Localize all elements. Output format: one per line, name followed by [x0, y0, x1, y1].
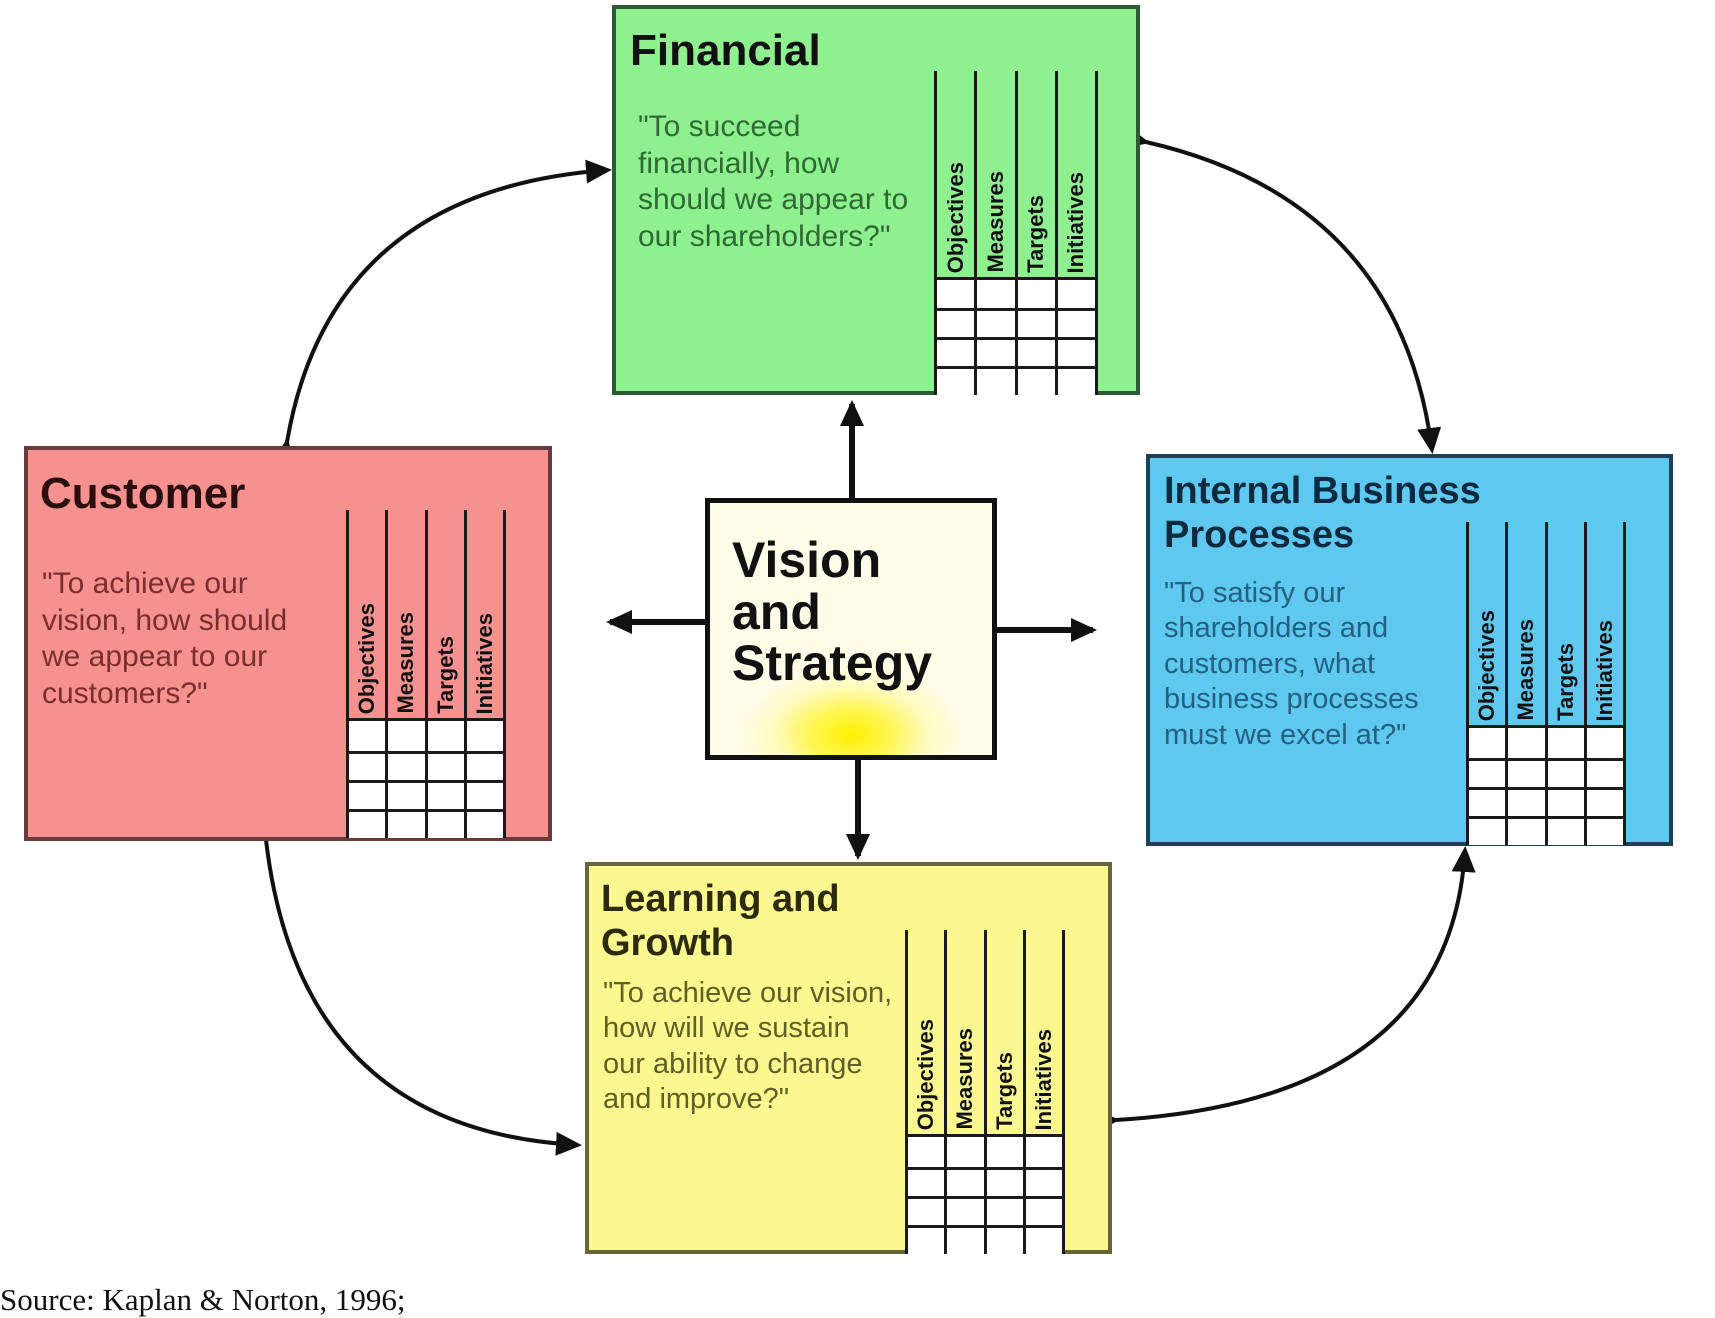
- grid-column-objectives: Objectives: [1466, 522, 1506, 845]
- arrow-financial-internal: [1121, 125, 1442, 454]
- grid-column-targets: Targets: [1014, 71, 1055, 395]
- grid-column-objectives: Objectives: [905, 930, 945, 1254]
- grid-column-measures: Measures: [974, 71, 1015, 395]
- grid-column-targets: Targets: [1544, 522, 1584, 845]
- arrow-customer-learning: [251, 816, 582, 1156]
- perspective-title: Financial: [630, 26, 821, 75]
- grid-column-initiatives: Initiatives: [1583, 522, 1626, 845]
- perspective-question: "To satisfy our shareholders and custome…: [1164, 577, 1419, 751]
- perspective-customer: Customer "To achieve our vision, how sho…: [24, 446, 552, 841]
- grid-column-measures: Measures: [1505, 522, 1545, 845]
- scorecard-grid: Objectives Measures Targets Initiatives: [346, 510, 506, 838]
- vision-and-strategy-box: Vision and Strategy: [705, 498, 997, 760]
- perspective-financial: Financial "To succeed financially, how s…: [612, 5, 1140, 395]
- arrow-learning-internal: [1093, 846, 1476, 1134]
- scorecard-grid: Objectives Measures Targets Initiatives: [1466, 522, 1626, 845]
- perspective-title: Internal Business Processes: [1164, 470, 1481, 556]
- grid-column-targets: Targets: [424, 510, 464, 838]
- grid-column-initiatives: Initiatives: [1054, 71, 1098, 395]
- perspective-learning-and-growth: Learning and Growth "To achieve our visi…: [585, 862, 1112, 1254]
- grid-column-objectives: Objectives: [346, 510, 386, 838]
- scorecard-grid: Objectives Measures Targets Initiatives: [934, 71, 1098, 395]
- grid-column-objectives: Objectives: [934, 71, 975, 395]
- grid-column-initiatives: Initiatives: [463, 510, 506, 838]
- source-caption: Source: Kaplan & Norton, 1996;: [0, 1282, 406, 1317]
- grid-column-targets: Targets: [983, 930, 1023, 1254]
- vision-title: Vision and Strategy: [732, 532, 933, 691]
- scorecard-grid: Objectives Measures Targets Initiatives: [905, 930, 1065, 1254]
- perspective-question: "To succeed financially, how should we a…: [638, 110, 909, 253]
- arrow-customer-financial: [271, 159, 612, 466]
- perspective-question: "To achieve our vision, how will we sust…: [603, 977, 893, 1116]
- grid-column-initiatives: Initiatives: [1022, 930, 1065, 1254]
- grid-column-measures: Measures: [385, 510, 425, 838]
- grid-column-measures: Measures: [944, 930, 984, 1254]
- perspective-internal-business-processes: Internal Business Processes "To satisfy …: [1146, 454, 1673, 846]
- perspective-title: Learning and Growth: [601, 878, 840, 964]
- perspective-title: Customer: [40, 469, 246, 518]
- perspective-question: "To achieve our vision, how should we ap…: [42, 567, 288, 710]
